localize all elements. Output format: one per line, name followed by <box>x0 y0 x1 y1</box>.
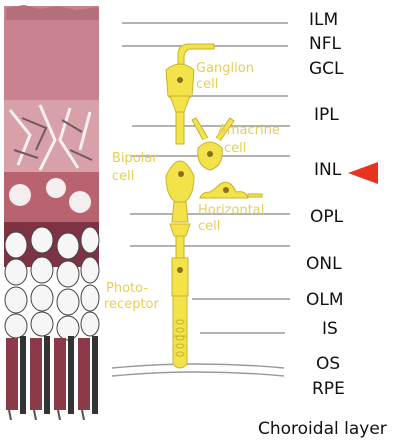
layer-label-opl: OPL <box>310 209 343 226</box>
photoreceptor-axon <box>176 236 184 258</box>
photoreceptor-cell-body <box>172 258 188 296</box>
photoreceptor-outer-segments <box>6 336 98 420</box>
amacrine-nucleus <box>207 151 213 157</box>
highlight-arrow-icon <box>348 162 378 184</box>
layer-label-olm: OLM <box>306 292 344 309</box>
tissue-nucleus <box>46 178 66 198</box>
layer-label-choroid: Choroidal layer <box>258 421 387 438</box>
ganglion-nucleus <box>177 77 183 83</box>
layer-label-onl: ONL <box>306 256 342 273</box>
layer-label-is: IS <box>322 321 338 338</box>
photoreceptor-nucleus <box>177 267 183 273</box>
photoreceptor-inner-segment <box>173 296 187 336</box>
layer-label-gcl: GCL <box>309 61 344 78</box>
bipolar-dendrite <box>172 202 188 222</box>
photoreceptor-label: receptor <box>104 297 160 312</box>
bipolar-cell-label: Bipolar <box>112 151 158 166</box>
amacrine-cell-label: cell <box>224 141 246 156</box>
layer-label-nfl: NFL <box>309 36 341 53</box>
photoreceptor-label: Photo- <box>106 281 148 296</box>
bipolar-axon <box>176 112 184 144</box>
ganglion-dendrites <box>170 96 190 112</box>
layer-label-inl: INL <box>314 162 341 179</box>
bipolar-cell-label: cell <box>112 169 134 184</box>
bipolar-nucleus <box>178 171 184 177</box>
tissue-nucleus <box>69 191 91 213</box>
layer-label-os: OS <box>316 356 340 373</box>
photoreceptor-synapse <box>170 224 190 236</box>
tissue-nucleus <box>9 184 31 206</box>
layer-label-ipl: IPL <box>314 107 339 124</box>
retina-histology-section <box>4 5 99 420</box>
amacrine-cell-label: Amacrine <box>218 123 280 138</box>
layer-label-ilm: ILM <box>309 12 338 29</box>
horizontal-process <box>248 194 262 197</box>
ganglion-cell-label: cell <box>196 77 218 92</box>
layer-label-rpe: RPE <box>312 381 345 398</box>
horizontal-nucleus <box>223 187 229 193</box>
tissue-upper-band <box>4 6 99 106</box>
photoreceptor-nuclei <box>5 227 99 340</box>
horizontal-cell-label: cell <box>198 219 220 234</box>
horizontal-cell-label: Horizontal <box>198 203 264 218</box>
ganglion-cell-label: Ganglion <box>196 61 254 76</box>
bipolar-cell-body <box>166 161 194 204</box>
